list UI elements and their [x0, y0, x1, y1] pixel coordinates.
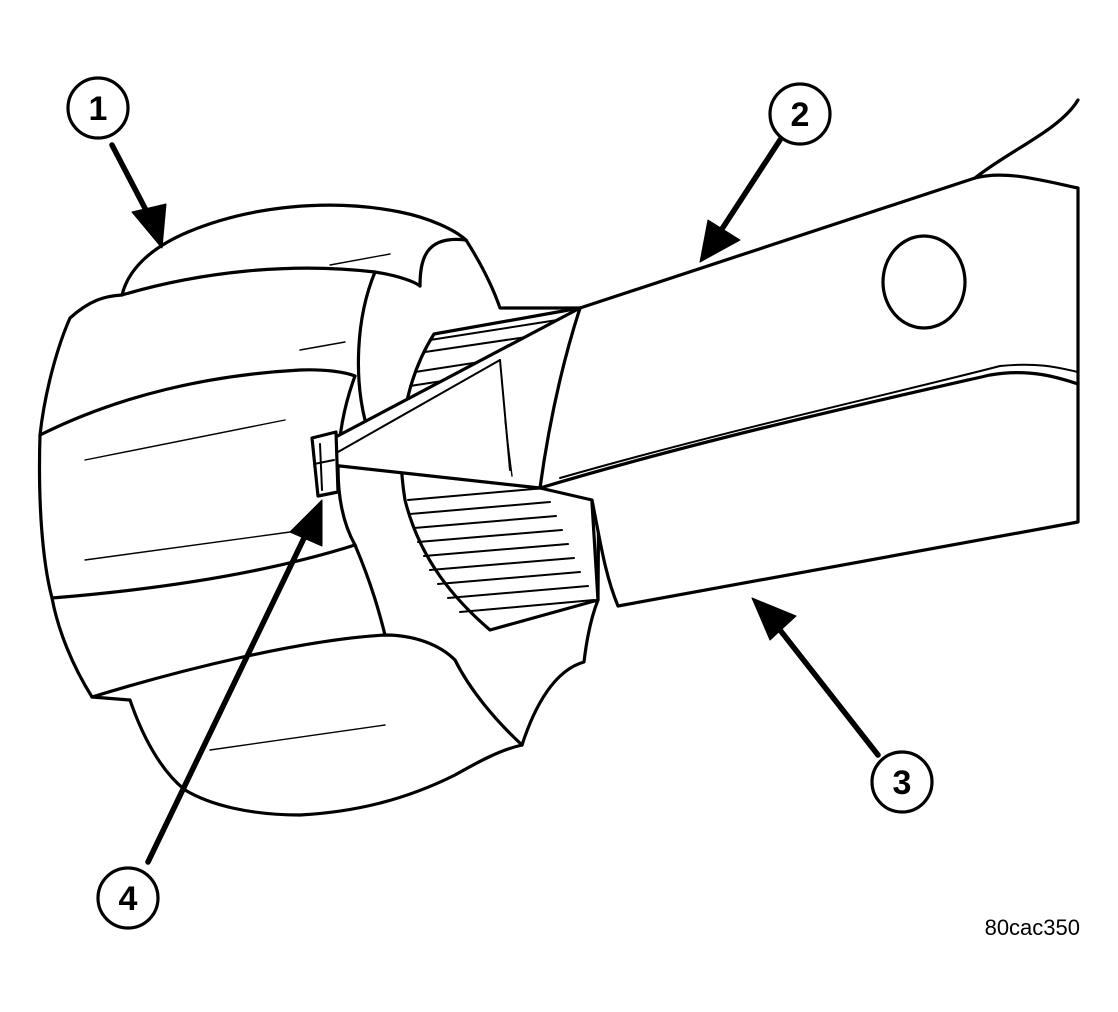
arrowhead-3: [751, 597, 797, 641]
callout-number-3: 3: [893, 764, 912, 802]
arrowhead-2: [699, 219, 741, 263]
callout-4: 4: [96, 866, 160, 930]
callout-number-4: 4: [119, 880, 138, 918]
callout-3: 3: [870, 750, 934, 814]
callout-leaders: [109, 137, 881, 865]
leader-2: [717, 137, 783, 235]
callout-circle-4: [96, 866, 160, 930]
leader-4: [145, 531, 309, 865]
retaining-clip: [310, 430, 340, 498]
leader-3: [777, 627, 881, 758]
arrowhead-4: [289, 499, 323, 547]
callout-1: 1: [66, 76, 130, 140]
callout-number-2: 2: [791, 96, 810, 134]
arrowhead-1: [131, 203, 167, 249]
figure-id: 80cac350: [985, 915, 1080, 940]
callout-circle-2: [768, 82, 832, 146]
removal-tool: [320, 98, 1080, 608]
callout-2: 2: [768, 82, 832, 146]
callout-circle-3: [870, 750, 934, 814]
callout-number-1: 1: [89, 90, 108, 128]
callout-circle-1: [66, 76, 130, 140]
leader-1: [109, 142, 151, 217]
